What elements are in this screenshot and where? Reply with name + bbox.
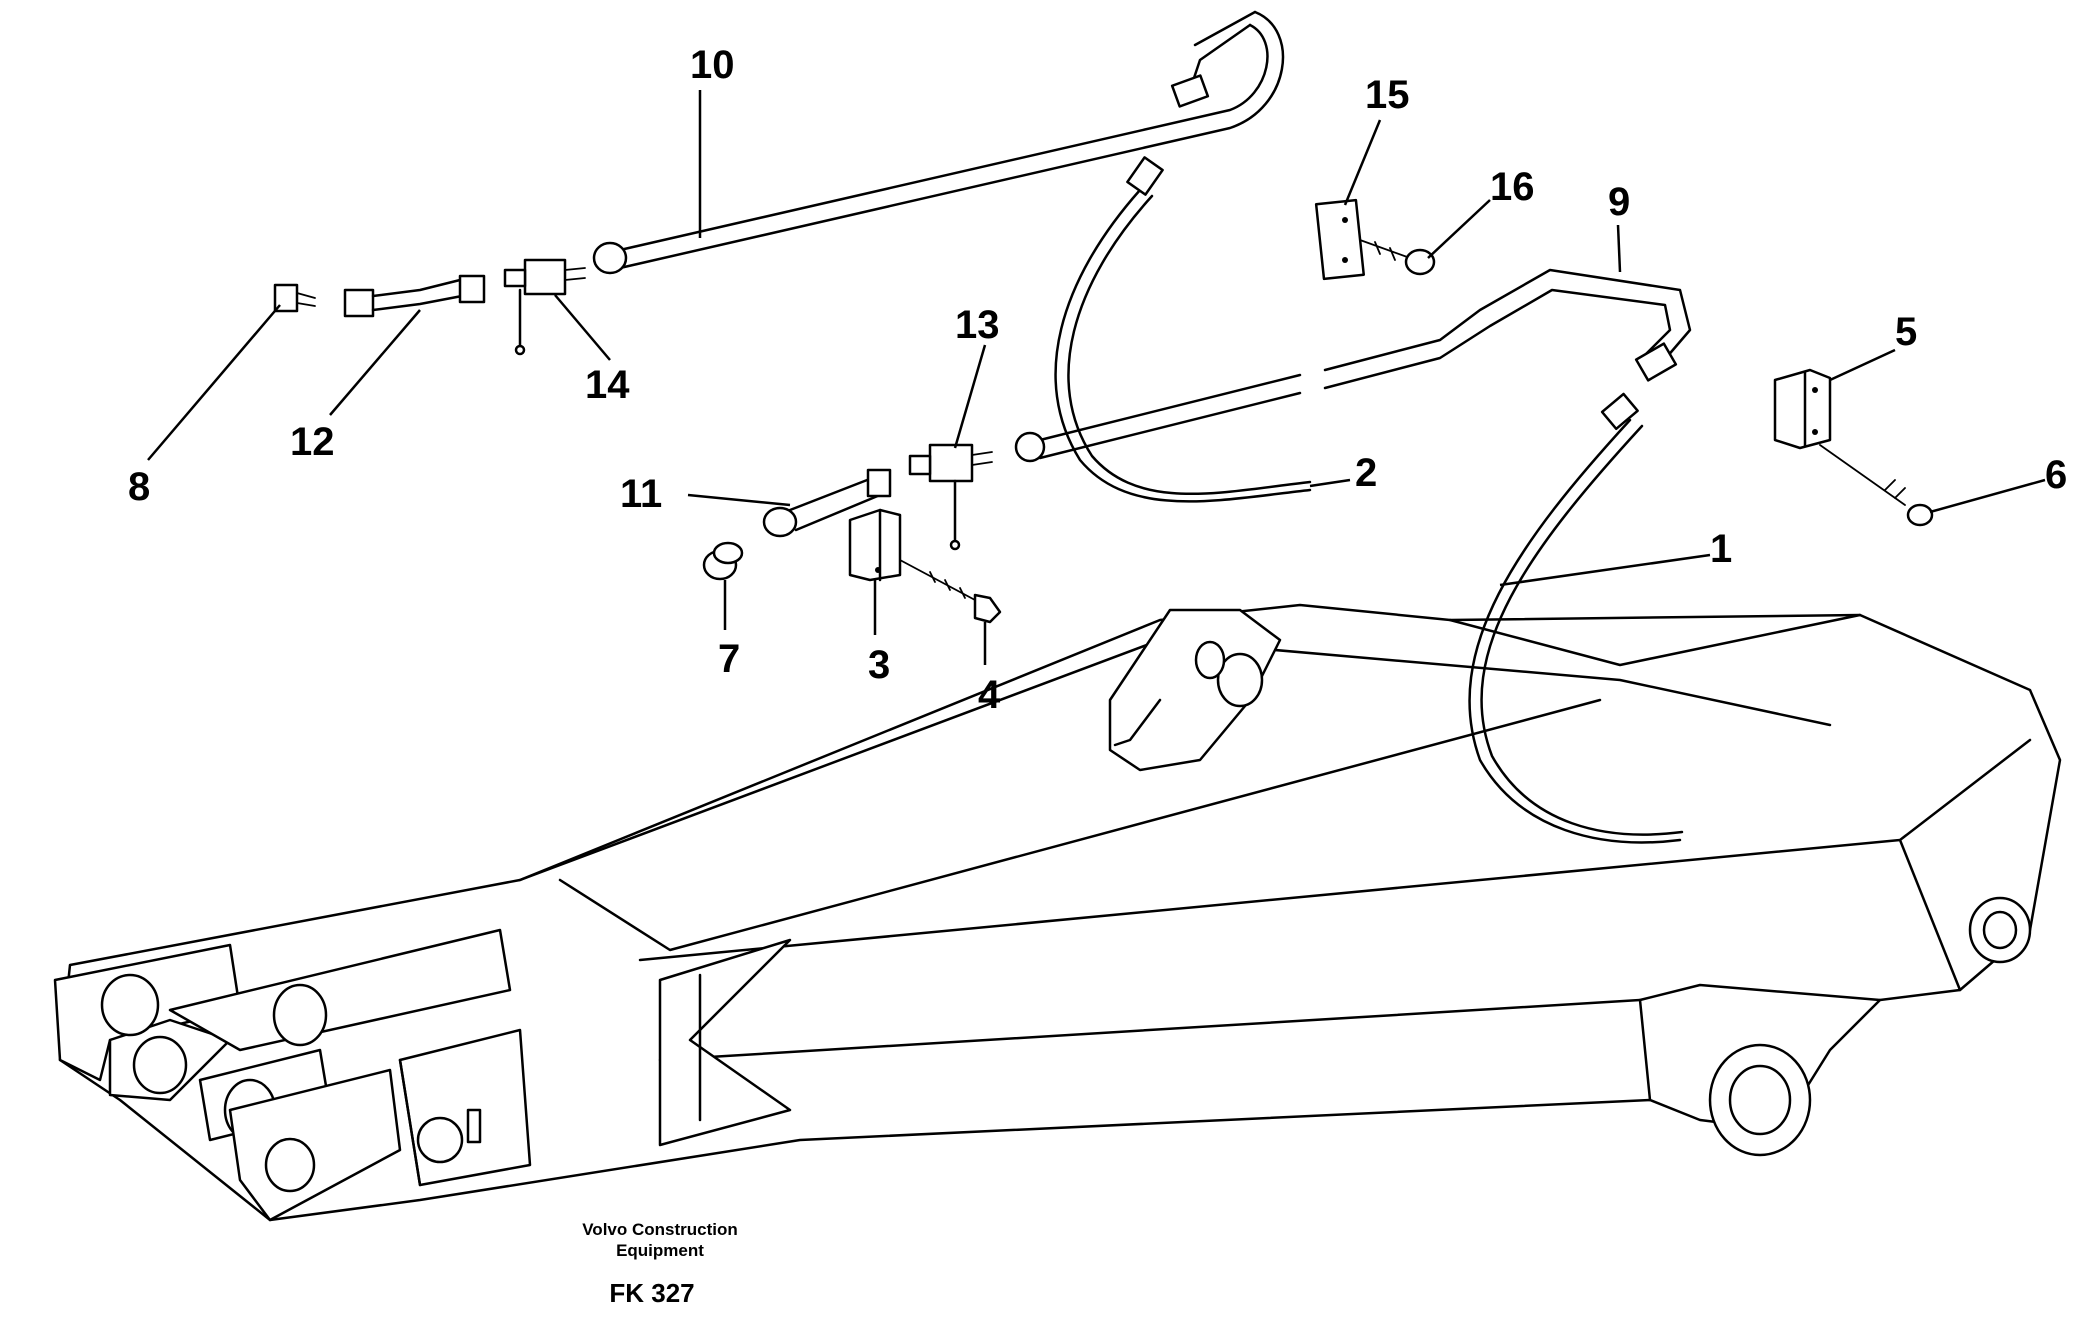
callout-14: 14 [585, 363, 630, 407]
callout-15: 15 [1365, 73, 1410, 117]
caption-line1: Volvo Construction [582, 1220, 738, 1239]
screw-16 [1359, 239, 1436, 276]
plug-7 [702, 541, 744, 581]
screw-4 [899, 559, 1002, 624]
callout-2: 2 [1355, 451, 1377, 495]
boom-arm [53, 603, 2062, 1222]
cap-nut-8 [273, 283, 316, 313]
leaders [147, 90, 2046, 665]
callout-7: 7 [718, 637, 740, 681]
callout-4: 4 [978, 673, 1001, 717]
clamp-5 [1773, 368, 1832, 450]
callout-12: 12 [290, 420, 335, 464]
pipe-9 [1014, 268, 1692, 463]
hose-2 [1054, 156, 1312, 503]
clamp-3 [848, 508, 902, 582]
hose-1 [1468, 392, 1684, 844]
valve-14 [503, 258, 586, 356]
callout-8: 8 [128, 465, 150, 509]
pipe-11 [762, 468, 892, 538]
callout-9: 9 [1608, 180, 1630, 224]
pipe-10 [592, 10, 1285, 275]
callout-16: 16 [1490, 165, 1535, 209]
figure-id: FK 327 [609, 1278, 694, 1308]
callout-11: 11 [620, 472, 662, 516]
callout-6: 6 [2045, 453, 2067, 497]
callout-13: 13 [955, 303, 1000, 347]
callout-10: 10 [690, 43, 735, 87]
valve-13 [908, 443, 993, 551]
clamp-plate-15 [1314, 198, 1366, 281]
callout-1: 1 [1710, 527, 1732, 571]
screw-6 [1819, 444, 1934, 527]
pipe-12 [343, 274, 486, 318]
caption-line2: Equipment [616, 1241, 704, 1260]
callout-3: 3 [868, 643, 890, 687]
callout-5: 5 [1895, 310, 1917, 354]
